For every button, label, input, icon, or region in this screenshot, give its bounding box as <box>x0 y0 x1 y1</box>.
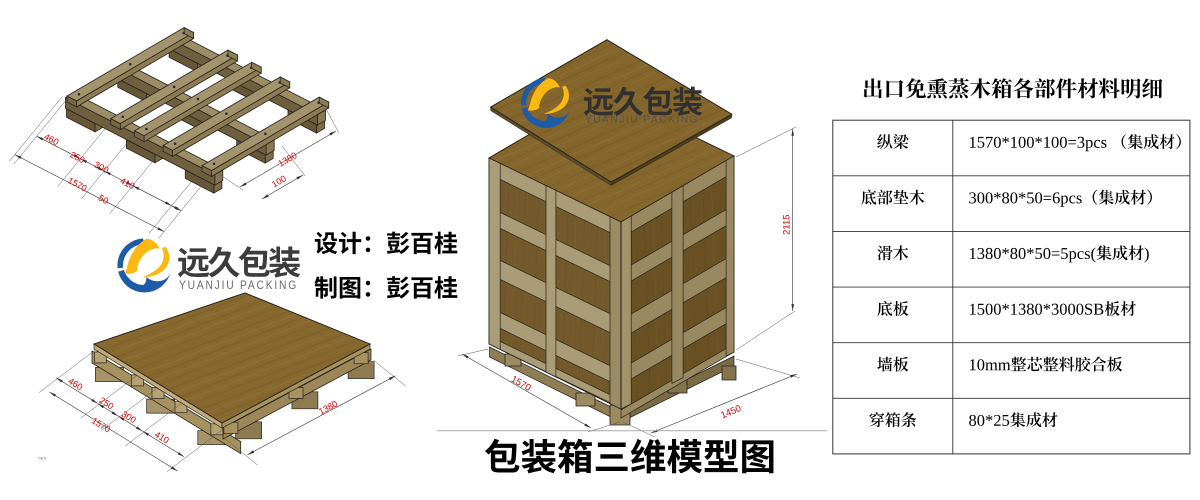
svg-text:50: 50 <box>97 193 111 207</box>
svg-text:2115: 2115 <box>782 214 793 234</box>
svg-text:YUANJIU PACKING: YUANJIU PACKING <box>585 114 699 126</box>
svg-text:YUANJIU PACKING: YUANJIU PACKING <box>179 280 298 292</box>
svg-text:mm: mm <box>38 456 46 462</box>
